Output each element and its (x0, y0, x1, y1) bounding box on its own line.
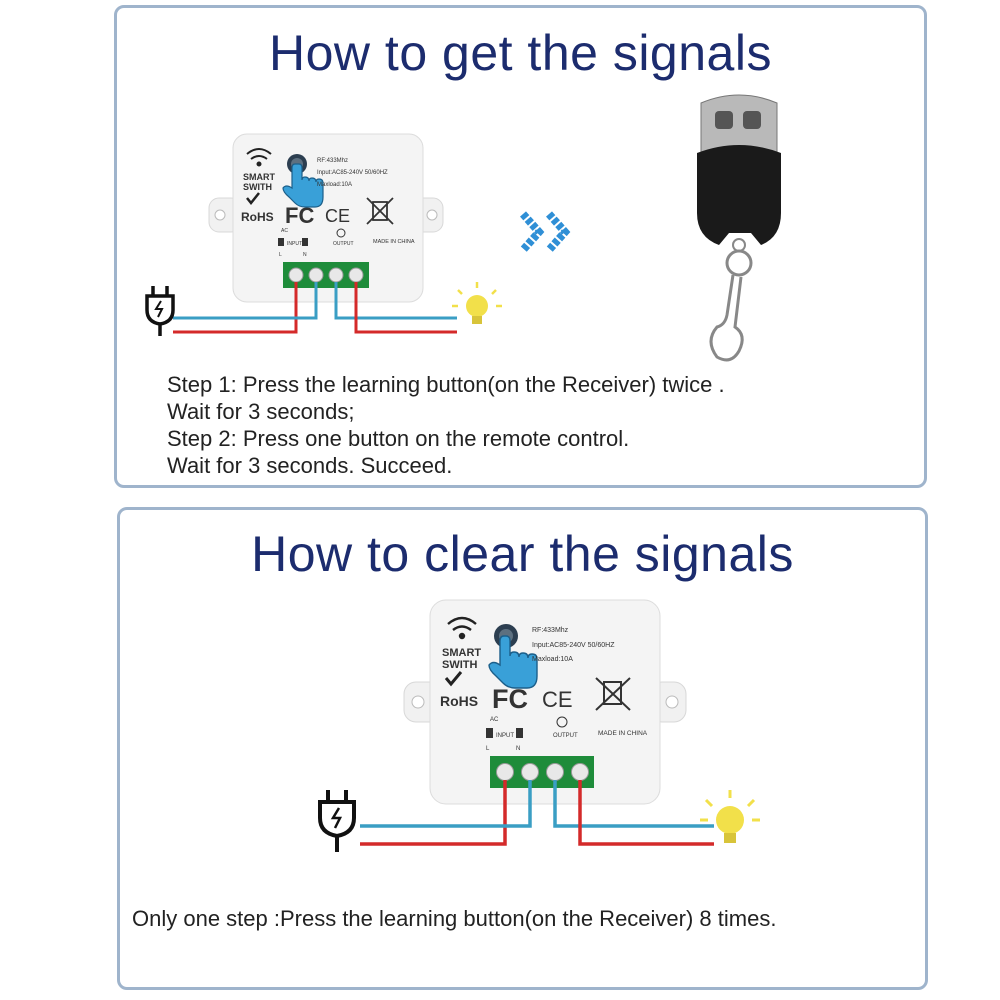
clear-step-line-1: Only one step :Press the learning button… (132, 906, 777, 931)
wire-output-neutral (553, 780, 714, 828)
wire-input-live (360, 780, 507, 846)
input-label: INPUT (496, 733, 514, 739)
step-line-1: Step 1: Press the learning button(on the… (167, 372, 725, 397)
rohs-mark: RoHS (440, 693, 478, 709)
power-plug-icon (145, 286, 175, 336)
terminal-screws (496, 763, 589, 781)
terminal-l-label: L (279, 252, 282, 258)
clear-signals-title: How to clear the signals (251, 526, 794, 582)
spec-input: Input:AC85-240V 50/60HZ (532, 642, 615, 649)
spec-input: Input:AC85-240V 50/60HZ (317, 170, 388, 176)
spec-load: Maxload:10A (317, 182, 352, 188)
spec-load: Maxload:10A (532, 656, 573, 663)
double-chevron-right-icon (520, 211, 571, 253)
brand-line1: SMART (442, 647, 481, 659)
remote-control-icon (697, 94, 781, 362)
spec-rf: RF:433Mhz (317, 158, 348, 164)
get-signals-steps: Step 1: Press the learning button(on the… (167, 371, 725, 479)
panel-clear-signals: How to clear the signals SMART SWITH RoH… (117, 507, 928, 990)
input-label: INPUT (287, 241, 302, 247)
step-line-4: Wait for 3 seconds. Succeed. (167, 453, 453, 478)
remote-metal-top (700, 94, 778, 154)
panel-get-signals: How to get the signals SMART SWITH RoHS … (114, 5, 927, 488)
terminal-n-label: N (516, 746, 520, 752)
check-icon (246, 192, 260, 206)
spec-rf: RF:433Mhz (532, 627, 569, 634)
terminal-l-label: L (486, 746, 490, 752)
wire-input-neutral (360, 780, 532, 828)
made-in-label: MADE IN CHINA (373, 239, 415, 245)
ce-mark: CE (542, 687, 573, 712)
wire-output-live (578, 780, 714, 846)
light-bulb-icon (700, 790, 760, 843)
crossed-bin-icon (595, 677, 631, 711)
step-line-2: Wait for 3 seconds; (167, 399, 355, 424)
receiver-body (232, 133, 424, 303)
terminal-n-label: N (303, 252, 307, 258)
remote-button-1 (715, 111, 733, 129)
remote-body (697, 145, 781, 245)
receiver-wiring-diagram-clear: SMART SWITH RoHS FC CE RF:433Mhz Input:A… (318, 599, 760, 852)
wire-output-neutral (334, 282, 457, 320)
output-label: OUTPUT (553, 733, 578, 739)
wifi-icon (447, 616, 477, 640)
rohs-mark: RoHS (241, 210, 274, 224)
step-line-3: Step 2: Press one button on the remote c… (167, 426, 630, 451)
ac-label: AC (281, 228, 288, 234)
check-icon (444, 671, 463, 687)
wifi-icon (246, 148, 272, 167)
receiver-body (429, 599, 661, 805)
remote-button-2 (743, 111, 761, 129)
made-in-label: MADE IN CHINA (598, 730, 648, 737)
wire-input-neutral (173, 282, 318, 320)
get-signals-title: How to get the signals (269, 25, 772, 81)
light-bulb-icon (452, 282, 502, 324)
pointing-hand-icon (282, 163, 324, 208)
output-label: OUTPUT (333, 241, 354, 247)
brand-line2: SWITH (243, 182, 272, 192)
crossed-bin-icon (366, 197, 394, 225)
keyring (725, 249, 753, 277)
power-plug-icon (318, 790, 356, 852)
brand-line2: SWITH (442, 659, 477, 671)
ac-label: AC (490, 717, 499, 723)
receiver-wiring-diagram: SMART SWITH RoHS FC CE RF:433Mhz Input:A… (145, 133, 502, 336)
brand-line1: SMART (243, 172, 275, 182)
clear-signals-steps: Only one step :Press the learning button… (132, 905, 776, 932)
wire-output-live (354, 282, 457, 334)
fc-mark: FC (492, 684, 528, 714)
pointing-hand-icon (488, 635, 538, 689)
wire-input-live (173, 282, 298, 334)
terminal-screws (288, 267, 364, 283)
ce-mark: CE (325, 206, 350, 226)
